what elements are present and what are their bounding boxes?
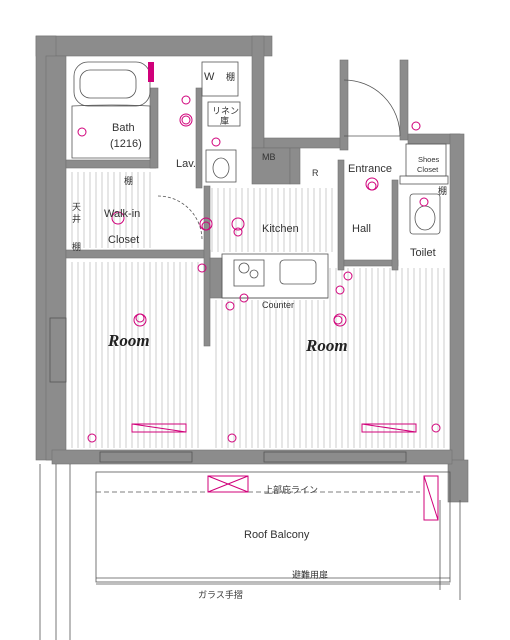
symbols (77, 95, 441, 443)
outlet-icon (233, 227, 243, 237)
light-icon (199, 217, 213, 231)
light-icon (333, 313, 347, 327)
washing-machine (201, 61, 241, 127)
ac-outdoor-unit (207, 475, 439, 521)
walls (35, 35, 469, 503)
bath-door (71, 104, 151, 159)
outlet-icon (227, 433, 237, 443)
label-walkin-closet: Closet (108, 234, 139, 246)
label-counter: Counter (262, 300, 294, 310)
label-shelf-walkin: 棚 (124, 175, 133, 186)
outlet-icon (197, 263, 207, 273)
label-shoes: Shoes (418, 155, 440, 164)
floor-texture-right-room (215, 268, 445, 448)
label-bath: Bath (112, 122, 135, 134)
label-shelf-toilet: 棚 (438, 185, 447, 196)
balcony-outline (39, 464, 461, 640)
bathtub (73, 61, 154, 107)
label-bath-size: (1216) (110, 138, 142, 150)
outlet-icon (87, 433, 97, 443)
label-evac-hatch: 避難用扉 (292, 569, 328, 580)
floor-texture-left-room (71, 262, 199, 448)
light-icon (133, 313, 147, 327)
label-shelf-left: 棚 (72, 241, 81, 252)
label-toilet: Toilet (410, 247, 436, 259)
label-w: W (204, 71, 215, 83)
toilet (409, 193, 441, 235)
label-glass-rail: ガラス手摺 (198, 589, 243, 600)
label-roof-balcony: Roof Balcony (244, 529, 310, 541)
windows (49, 317, 407, 463)
outlet-icon (239, 293, 249, 303)
label-room-right: Room (305, 336, 348, 355)
outlet-icon (225, 301, 235, 311)
outlet-icon (181, 95, 191, 105)
label-mb: MB (262, 152, 276, 162)
label-linen-2: 庫 (220, 115, 229, 126)
outlet-icon (431, 423, 441, 433)
outlet-icon (411, 121, 421, 131)
ac-indoor-units (131, 423, 417, 433)
light-icon (179, 113, 193, 127)
label-upper-eave: 上部庇ライン (264, 484, 318, 495)
light-icon (365, 177, 379, 191)
entrance-door (343, 79, 401, 137)
outlet-icon (335, 285, 345, 295)
label-hall: Hall (352, 223, 371, 235)
outlet-icon (343, 271, 353, 281)
kitchen-counter (221, 253, 329, 299)
outlet-icon (77, 127, 87, 137)
light-icon (111, 211, 125, 225)
label-lav: Lav. (176, 158, 196, 170)
washbasin (205, 149, 237, 183)
label-shelf-w: 棚 (226, 71, 235, 82)
floor-texture-kitchen (211, 188, 333, 252)
label-walkin: Walk-in (104, 208, 140, 220)
shoes-closet (399, 143, 449, 185)
label-room-left: Room (107, 331, 150, 350)
label-kitchen: Kitchen (262, 223, 299, 235)
outlet-icon (419, 197, 429, 207)
label-linen: リネン (212, 106, 239, 116)
labels: Bath (1216) W リネン 庫 Lav. MB Entrance Sho… (72, 71, 447, 600)
floor-texture-walkin (71, 172, 151, 248)
outlet-icon (211, 137, 221, 147)
label-shoes-closet: Closet (417, 165, 439, 174)
label-ceiling-2: 井 (72, 213, 81, 224)
label-entrance: Entrance (348, 163, 392, 175)
label-refrigerator: R (312, 168, 319, 178)
outlet-icon (181, 115, 191, 125)
light-icon (231, 217, 245, 231)
label-ceiling-1: 天 (72, 202, 81, 212)
walkin-door (157, 195, 203, 241)
